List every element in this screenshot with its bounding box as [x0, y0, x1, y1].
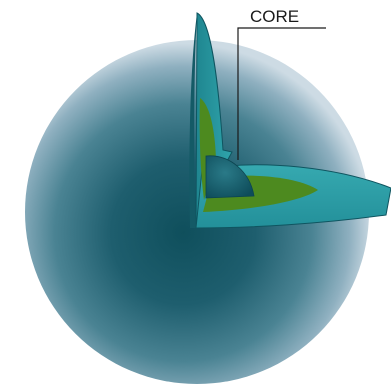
callout-leader-line: [237, 27, 326, 160]
outer-core-wall: [199, 98, 216, 200]
inner-core: [205, 155, 255, 199]
mantle-wall-edge: [189, 13, 197, 228]
callout-label-core: CORE: [250, 7, 299, 26]
